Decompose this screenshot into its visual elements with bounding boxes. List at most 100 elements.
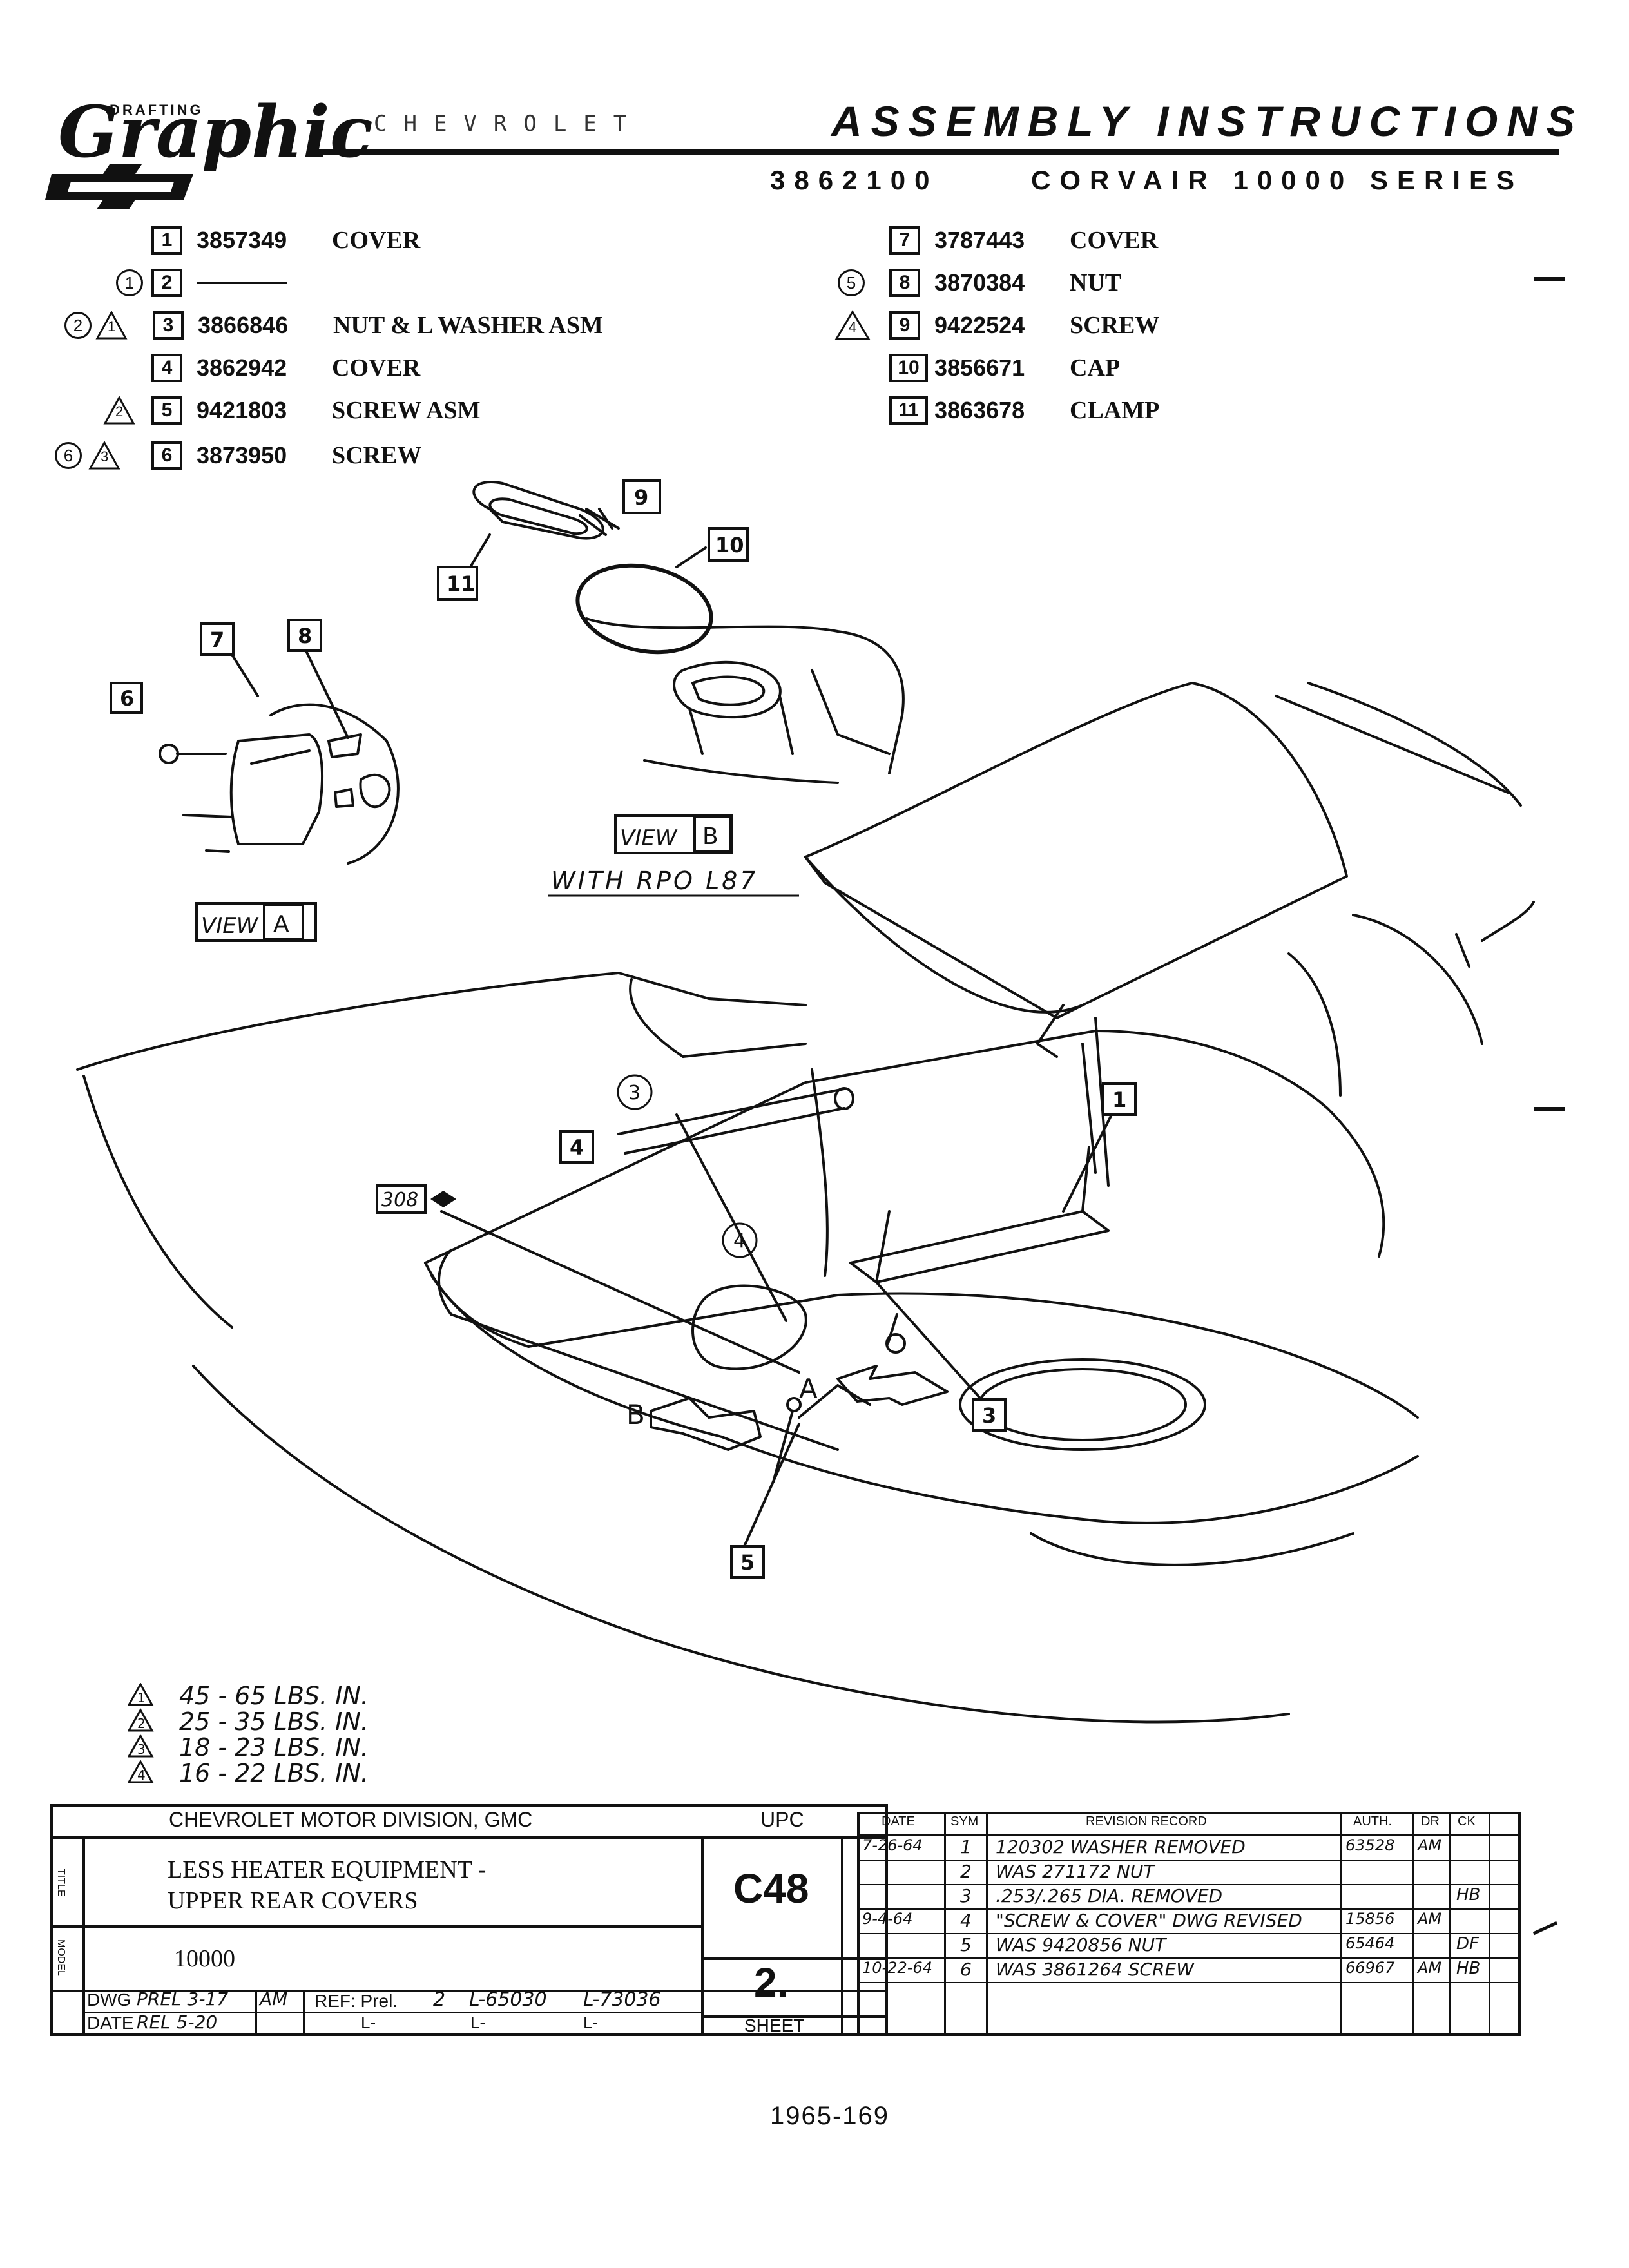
- revision-sym: 6: [960, 1959, 972, 1980]
- view-a-frame: [195, 902, 317, 942]
- part-number: 3787443: [934, 227, 1025, 253]
- revision-record: WAS 3861264 SCREW: [996, 1959, 1194, 1980]
- part-index: 2: [151, 269, 182, 297]
- revision-ck: DF: [1456, 1934, 1479, 1954]
- revision-ck: HB: [1456, 1885, 1481, 1905]
- callout-10: 10: [715, 533, 744, 557]
- rev-header-auth: AUTH.: [1353, 1814, 1392, 1829]
- ref-l-b: L-: [470, 2013, 486, 2032]
- view-a-label: VIEW: [201, 913, 259, 939]
- revision-sym: 5: [960, 1934, 972, 1956]
- title-side-label: TITLE: [55, 1869, 66, 1897]
- parts-row-9: 4 9 9422524 SCREW: [834, 309, 1159, 341]
- edge-tick: [1534, 277, 1565, 281]
- upc-code: C48: [733, 1865, 809, 1912]
- rev-header-date: DATE: [882, 1814, 915, 1829]
- rev-header-sym: SYM: [950, 1814, 979, 1829]
- callout-3-box: [972, 1398, 1007, 1432]
- title-block-frame: [50, 1804, 888, 2036]
- part-number: 3873950: [197, 442, 287, 468]
- exploded-view-diagram: 1 3 4 5 6 7 8 9 10 11 308 3 4 A B VIEW B…: [76, 479, 1535, 1724]
- callout-8-box: [287, 619, 322, 652]
- svg-text:4: 4: [137, 1767, 146, 1783]
- header-rule: [309, 149, 1559, 155]
- note-circle: 6: [55, 442, 82, 469]
- edge-tick: [1532, 1921, 1558, 1936]
- parts-row-6: 6 3 6 3873950 SCREW: [55, 439, 421, 472]
- part-name: SCREW: [332, 442, 422, 469]
- part-number: 3863678: [934, 397, 1025, 423]
- torque-triangle-icon: 1: [95, 310, 128, 340]
- parts-row-8: 5 8 3870384 NUT: [838, 267, 1121, 299]
- part-name: COVER: [332, 354, 421, 381]
- parts-row-10: 10 3856671 CAP: [889, 352, 1120, 384]
- view-a-cover: [159, 703, 400, 865]
- parts-row-3: 2 1 3 3866846 NUT & L WASHER ASM: [64, 309, 603, 341]
- callout-5-box: [730, 1545, 765, 1579]
- revision-row-divider: [857, 1982, 1521, 1983]
- parts-row-5: 2 5 9421803 SCREW ASM: [64, 394, 481, 427]
- part-number: 3866846: [198, 312, 289, 338]
- torque-spec-2: 25 - 35 LBS. IN.: [179, 1707, 369, 1736]
- part-index: 11: [889, 396, 928, 425]
- sheet-label: SHEET: [744, 2015, 805, 2035]
- revision-dr: AM: [1418, 1910, 1442, 1928]
- revision-row-divider: [857, 1860, 1521, 1861]
- upc-label: UPC: [760, 1808, 804, 1831]
- part-index: 10: [889, 354, 928, 382]
- callout-1: 1: [1112, 1088, 1126, 1112]
- callout-8: 8: [298, 624, 312, 648]
- logo-drafting-text: DRAFTING: [110, 102, 204, 118]
- revision-auth: 66967: [1345, 1959, 1395, 1977]
- part-number: 9421803: [197, 397, 287, 423]
- division-label: CHEVROLET MOTOR DIVISION, GMC: [169, 1808, 533, 1831]
- revision-auth: 63528: [1345, 1836, 1395, 1854]
- logo-brand-text: CHEVROLET: [374, 111, 644, 137]
- part-index: 9: [889, 311, 920, 340]
- parts-row-4: 4 3862942 COVER: [64, 352, 420, 384]
- revision-dr: AM: [1418, 1836, 1442, 1854]
- revision-row-divider: [857, 1884, 1521, 1885]
- part-name: COVER: [332, 227, 421, 254]
- part-number: 3870384: [934, 269, 1025, 296]
- document-title: ASSEMBLY INSTRUCTIONS: [831, 97, 1584, 145]
- revision-date: 9-4-64: [862, 1910, 913, 1928]
- sheet-number: 2.: [754, 1959, 789, 2006]
- callout-6: 6: [120, 686, 134, 711]
- torque-triangle-icon: 3: [88, 440, 120, 470]
- revision-record: 120302 WASHER REMOVED: [996, 1836, 1246, 1858]
- revision-record-frame: [857, 1812, 1521, 2036]
- with-rpo-label: WITH RPO L87: [551, 867, 758, 895]
- description-line-1: LESS HEATER EQUIPMENT -: [168, 1856, 487, 1883]
- view-b-letter: B: [702, 823, 718, 850]
- svg-text:1: 1: [137, 1690, 146, 1706]
- dwg-label: DWG: [87, 1990, 131, 2010]
- torque-triangle-icon: 4: [834, 310, 871, 341]
- rev-header-dr: DR: [1421, 1814, 1440, 1829]
- date-rel: REL 5-20: [137, 2012, 218, 2033]
- ref-diamond-icon: [430, 1191, 456, 1207]
- revision-record: "SCREW & COVER" DWG REVISED: [996, 1910, 1302, 1931]
- part-name: CAP: [1070, 354, 1121, 381]
- revision-auth: 15856: [1345, 1910, 1395, 1928]
- part-number: 3862942: [197, 354, 287, 381]
- part-name: CLAMP: [1070, 397, 1160, 424]
- ref-label: REF: Prel.: [314, 1991, 398, 2011]
- part-index: 3: [153, 311, 184, 340]
- callout-4: 4: [570, 1135, 584, 1160]
- model-number: 10000: [174, 1945, 235, 1972]
- parts-row-7: 7 3787443 COVER: [889, 224, 1158, 256]
- torque-spec-3: 18 - 23 LBS. IN.: [179, 1733, 369, 1762]
- trunk-floor: [76, 508, 1419, 1724]
- view-b-body: [585, 617, 905, 784]
- part-number: 3856671: [934, 354, 1025, 381]
- svg-text:3: 3: [137, 1742, 146, 1757]
- model-side-label: MODEL: [55, 1939, 66, 1976]
- clamp-part-11: [472, 481, 613, 540]
- ref-l-65030: L-65030: [469, 1988, 547, 2011]
- ref-308-text: 308: [381, 1189, 418, 1211]
- revision-auth: 65464: [1345, 1934, 1395, 1952]
- engine-lid: [804, 682, 1535, 1097]
- callout-9-box: [622, 479, 661, 514]
- torque-spec-1: 45 - 65 LBS. IN.: [179, 1682, 369, 1710]
